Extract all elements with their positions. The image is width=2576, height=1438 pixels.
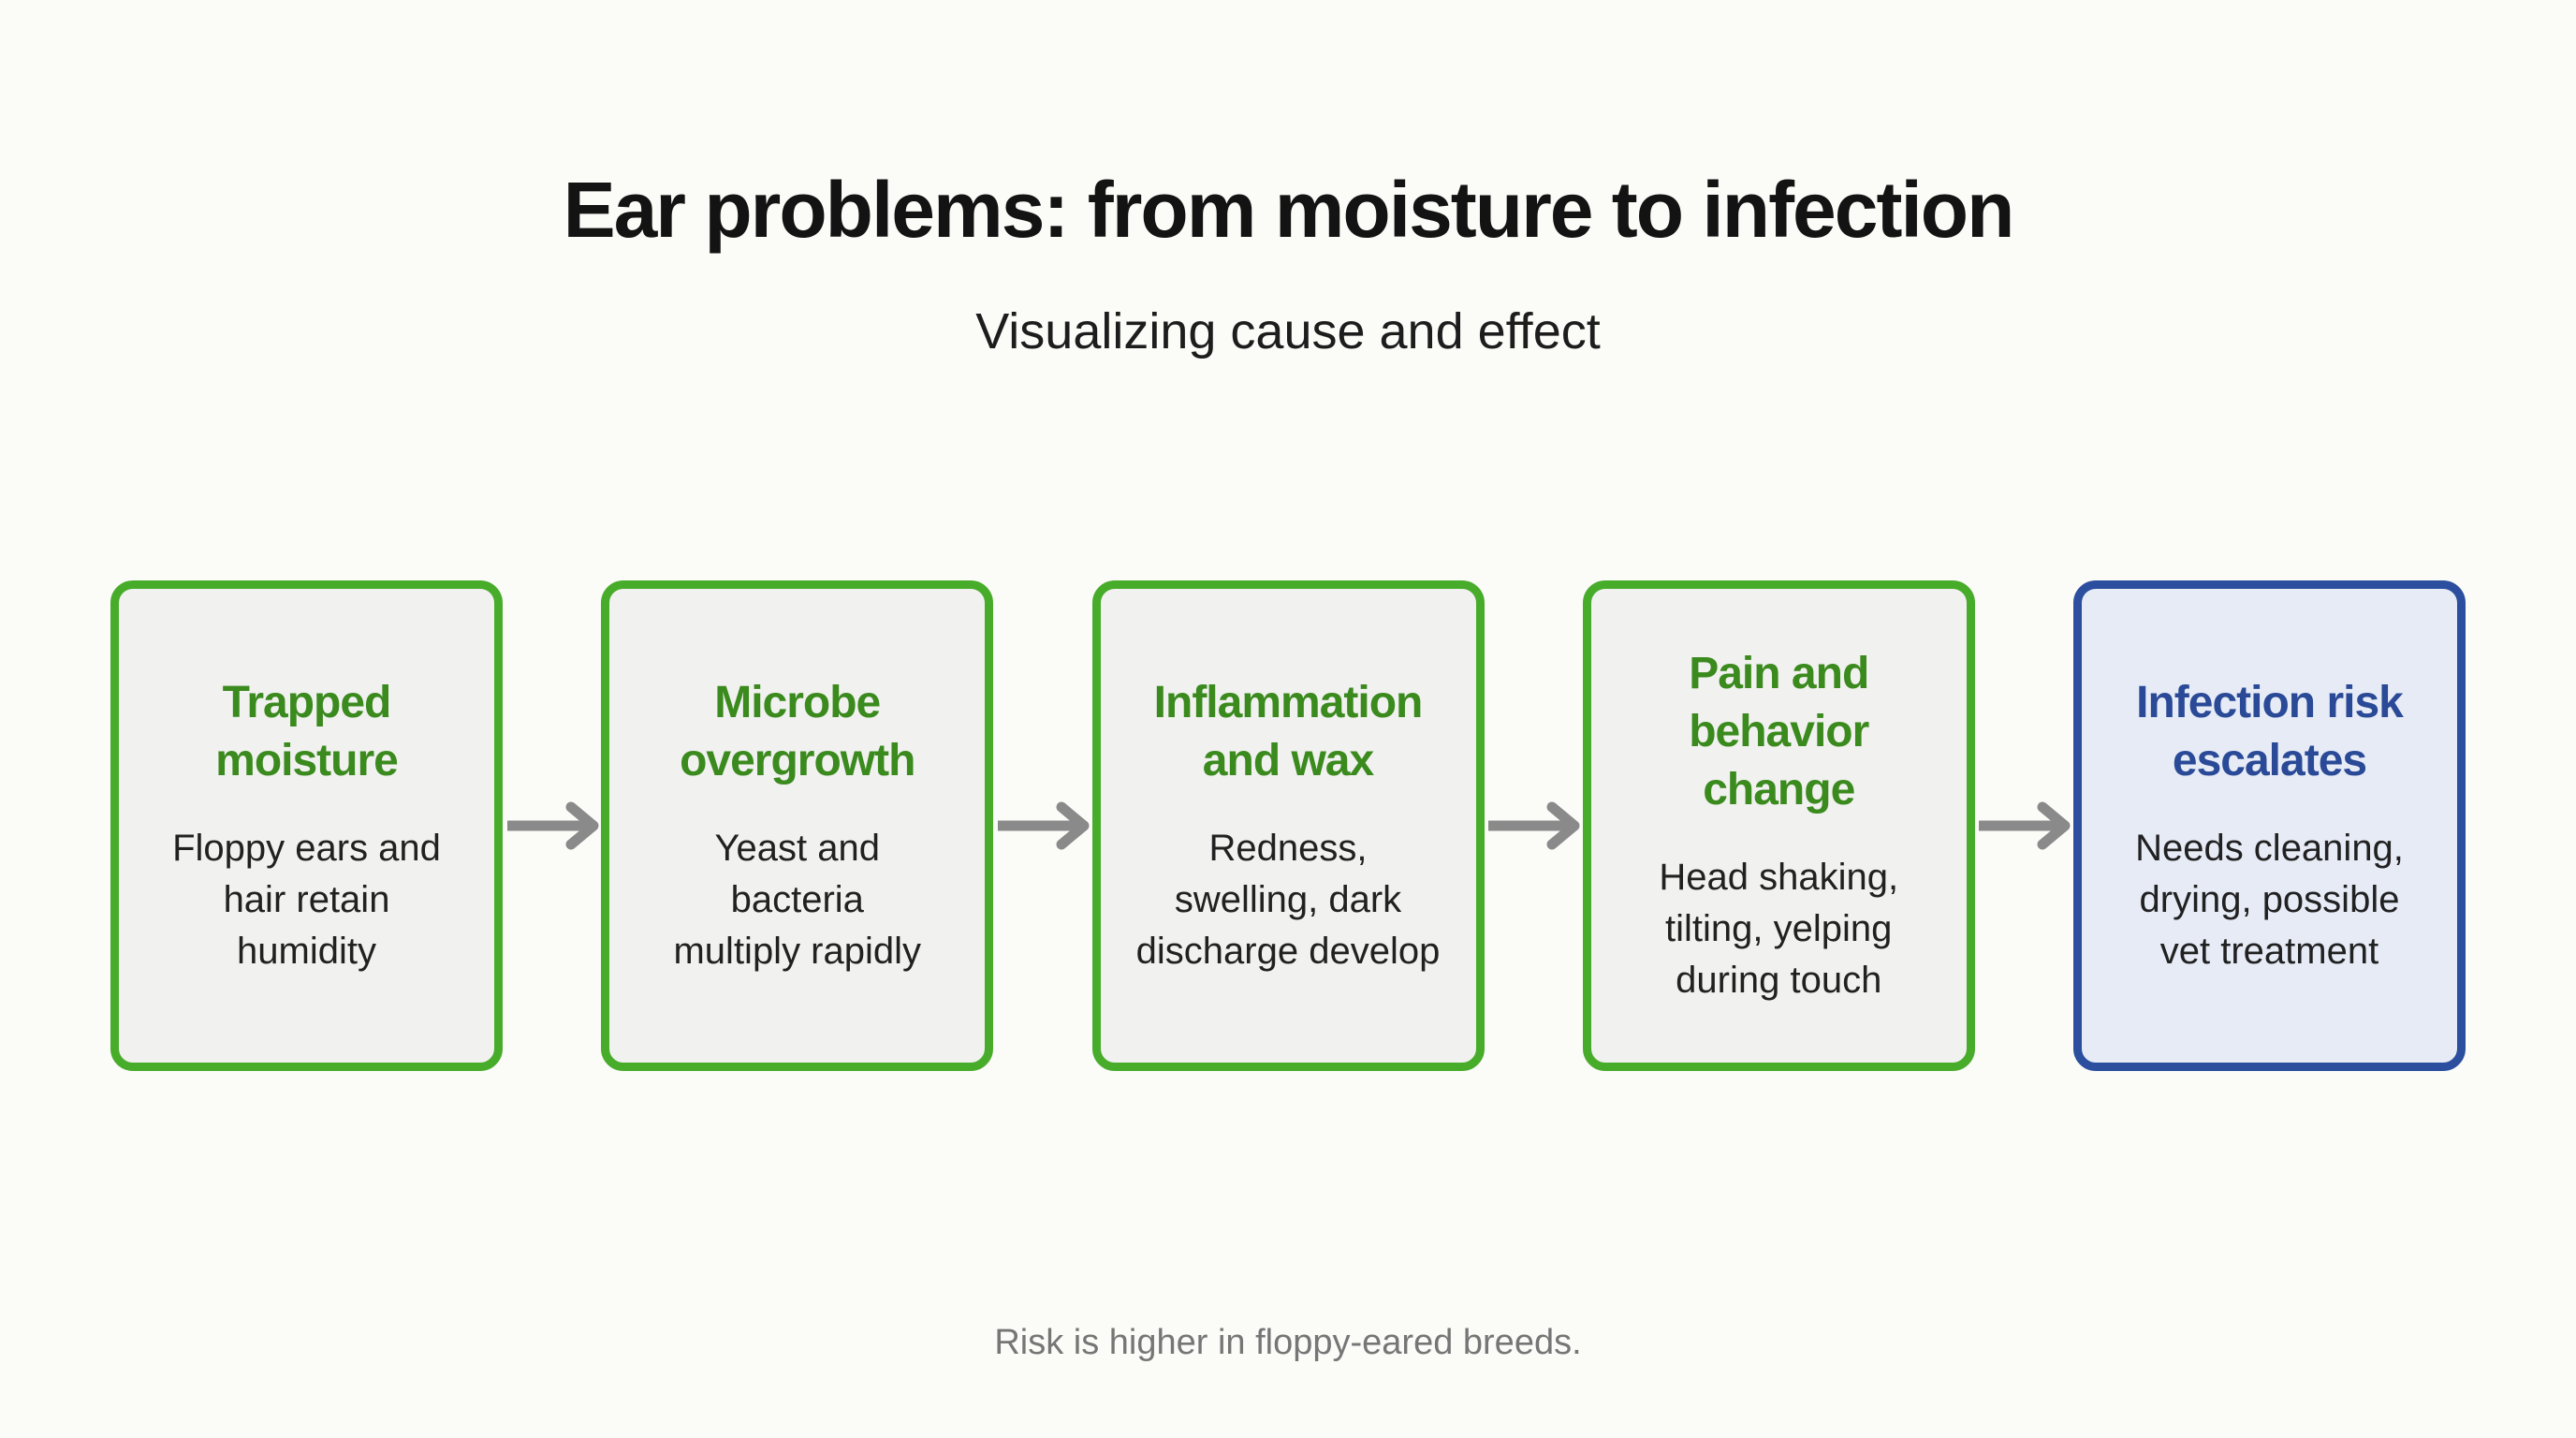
page-title: Ear problems: from moisture to infection <box>563 166 2015 254</box>
flow-step-pain-and-behavior-change: Pain and behavior change Head shaking, t… <box>1582 580 1975 1071</box>
step-body: Needs cleaning, drying, possible vet tre… <box>2135 827 2404 972</box>
footer-note: Risk is higher in floppy-eared breeds. <box>994 1323 1582 1362</box>
flow-step-trapped-moisture: Trapped moisture Floppy ears and hair re… <box>110 580 503 1071</box>
step-heading: Inflammation and wax <box>1153 677 1424 786</box>
right-arrow-glyph <box>506 801 599 850</box>
right-arrow-icon <box>1485 580 1583 1071</box>
right-arrow-glyph <box>997 801 1090 850</box>
step-heading: Microbe overgrowth <box>680 677 915 786</box>
flow-diagram: Trapped moisture Floppy ears and hair re… <box>110 580 2466 1071</box>
right-arrow-icon <box>993 580 1091 1071</box>
step-body: Head shaking, tilting, yelping during to… <box>1659 856 1899 1002</box>
step-body: Yeast and bacteria multiply rapidly <box>673 827 922 972</box>
flow-step-infection-risk-escalates: Infection risk escalates Needs cleaning,… <box>2073 580 2466 1071</box>
step-body: Floppy ears and hair retain humidity <box>172 827 441 972</box>
step-body: Redness, swelling, dark discharge develo… <box>1135 827 1441 972</box>
right-arrow-icon <box>1975 580 2073 1071</box>
step-heading: Pain and behavior change <box>1689 648 1869 815</box>
flow-step-microbe-overgrowth: Microbe overgrowth Yeast and bacteria mu… <box>601 580 994 1071</box>
right-arrow-icon <box>503 580 601 1071</box>
right-arrow-glyph <box>1488 801 1580 850</box>
step-heading: Infection risk escalates <box>2136 677 2404 786</box>
page-subtitle: Visualizing cause and effect <box>975 303 1601 360</box>
step-heading: Trapped moisture <box>215 677 399 786</box>
flow-step-inflammation-and-wax: Inflammation and wax Redness, swelling, … <box>1091 580 1485 1071</box>
right-arrow-glyph <box>1979 801 2071 850</box>
